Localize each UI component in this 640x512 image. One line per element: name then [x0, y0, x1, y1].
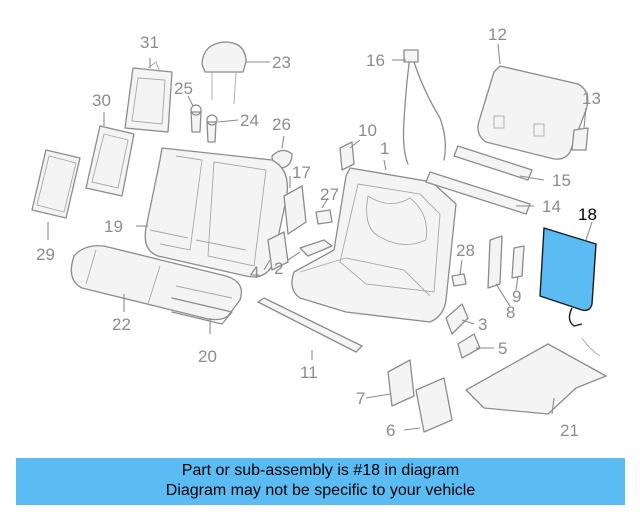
- callout-28: 28: [456, 241, 475, 260]
- part-21-floor-panel[interactable]: [465, 337, 607, 415]
- part-6-trim-panel[interactable]: [415, 377, 453, 433]
- callout-labels: 31 30 29 23 25 24 26 19 17 27 2 4 22 20 …: [36, 25, 601, 440]
- callout-8: 8: [506, 303, 515, 322]
- callout-29: 29: [36, 245, 55, 264]
- callout-21: 21: [560, 421, 579, 440]
- callout-17: 17: [292, 163, 311, 182]
- part-28-clip[interactable]: [451, 273, 467, 287]
- part-14-strip[interactable]: [425, 171, 531, 215]
- callout-4: 4: [250, 263, 259, 282]
- callout-16: 16: [366, 51, 385, 70]
- callout-30: 30: [92, 91, 111, 110]
- banner-line-disclaimer: Diagram may not be specific to your vehi…: [165, 482, 476, 499]
- callout-24: 24: [240, 111, 259, 130]
- part-18-highlighted-panel[interactable]: [539, 227, 597, 327]
- callout-9: 9: [512, 287, 521, 306]
- callout-20: 20: [198, 347, 217, 366]
- callout-3: 3: [478, 315, 487, 334]
- callout-19: 19: [104, 217, 123, 236]
- part-27-bracket[interactable]: [315, 209, 333, 225]
- part-31-back-panel[interactable]: [124, 61, 173, 133]
- callout-10: 10: [358, 121, 377, 140]
- part-5-cover[interactable]: [457, 333, 481, 359]
- part-13-clip[interactable]: [571, 127, 589, 151]
- part-23-headrest[interactable]: [201, 41, 247, 105]
- callout-26: 26: [272, 115, 291, 134]
- part-19-seat-back[interactable]: [144, 147, 289, 278]
- part-9-bracket[interactable]: [511, 245, 525, 279]
- part-22-seat-cushion[interactable]: [70, 245, 243, 321]
- part-24-headrest-guide[interactable]: [206, 114, 218, 143]
- callout-12: 12: [488, 25, 507, 44]
- callout-18: 18: [578, 205, 597, 224]
- part-20-cushion-pan[interactable]: [171, 297, 233, 325]
- callout-13: 13: [582, 89, 601, 108]
- part-16-cable[interactable]: [402, 49, 446, 165]
- callout-25: 25: [174, 79, 193, 98]
- callout-7: 7: [356, 389, 365, 408]
- callout-27: 27: [320, 185, 339, 204]
- part-3-cover[interactable]: [445, 303, 469, 335]
- callout-2: 2: [274, 259, 283, 278]
- callout-11: 11: [300, 363, 318, 382]
- part-2-bracket[interactable]: [299, 239, 333, 257]
- callout-15: 15: [552, 171, 571, 190]
- part-25-headrest-guide[interactable]: [190, 104, 202, 133]
- callout-23: 23: [272, 53, 291, 72]
- part-1-seat-frame[interactable]: [291, 167, 457, 323]
- callout-31: 31: [140, 33, 159, 52]
- part-8-bracket[interactable]: [487, 235, 503, 289]
- part-15-strip[interactable]: [453, 145, 533, 181]
- parts-diagram: 31 30 29 23 25 24 26 19 17 27 2 4 22 20 …: [31, 25, 607, 440]
- part-11-rail[interactable]: [257, 297, 363, 353]
- callout-6: 6: [386, 421, 395, 440]
- banner-line-part: Part or sub-assembly is #18 in diagram: [181, 462, 460, 479]
- part-4-hinge[interactable]: [267, 231, 289, 271]
- part-12-back-cover[interactable]: [477, 65, 589, 160]
- part-29-back-panel[interactable]: [31, 149, 81, 219]
- part-7-trim-panel[interactable]: [387, 359, 415, 407]
- part-17-trim[interactable]: [283, 185, 307, 235]
- callout-22: 22: [112, 315, 131, 334]
- callout-14: 14: [542, 197, 561, 216]
- part-30-back-panel[interactable]: [85, 125, 135, 197]
- leader-lines: [47, 43, 593, 431]
- callout-1: 1: [380, 139, 389, 158]
- part-10-latch[interactable]: [339, 141, 355, 171]
- info-banner: Part or sub-assembly is #18 in diagram D…: [16, 458, 625, 505]
- callout-5: 5: [498, 339, 507, 358]
